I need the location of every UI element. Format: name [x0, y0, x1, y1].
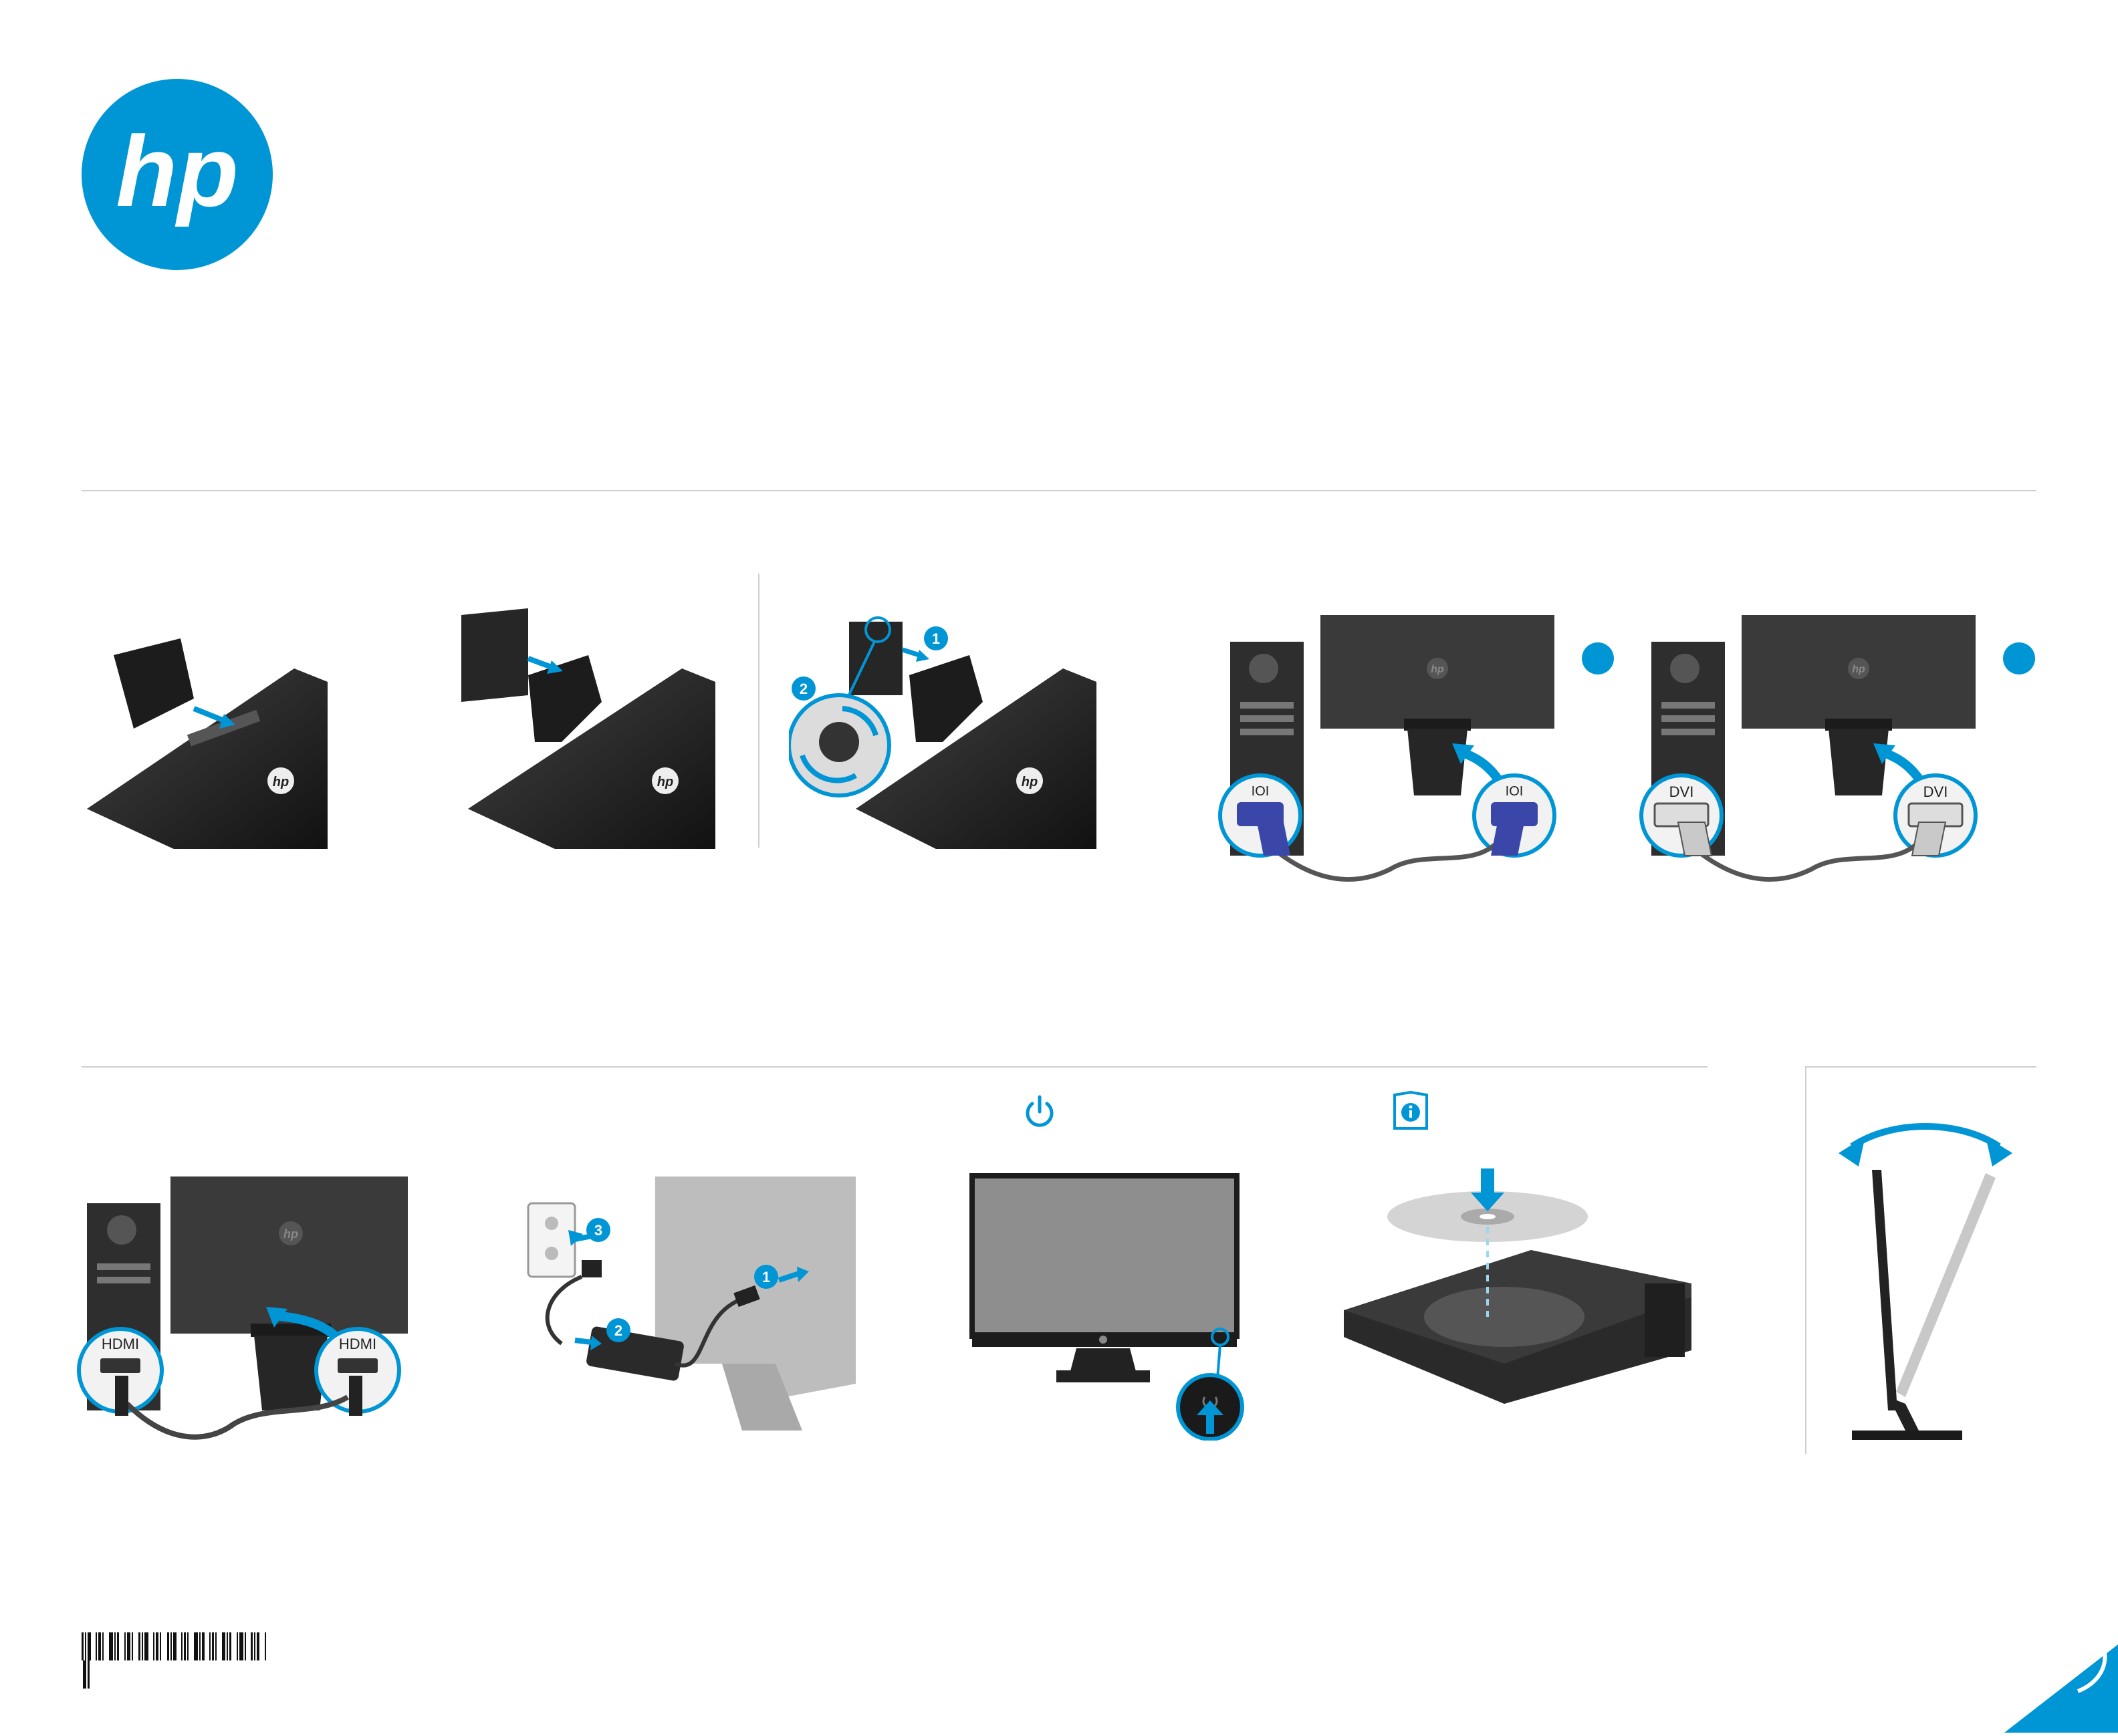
hp-logo-text: hp: [116, 115, 238, 227]
middle-divider: [82, 1066, 1708, 1068]
barcode: [82, 1632, 266, 1689]
tilt-illustration: [1832, 1116, 2019, 1457]
hdmi-port-label-left: HDMI: [102, 1336, 139, 1352]
power-on-illustration: [969, 1173, 1250, 1441]
screw-callout-2: 2: [800, 680, 808, 697]
page-turn-icon[interactable]: [2004, 1618, 2118, 1733]
snap-logo-text: hp: [657, 775, 673, 789]
dvi-monitor-logo: hp: [1852, 664, 1865, 675]
info-icon: [1392, 1090, 1429, 1131]
vga-monitor-logo: hp: [1431, 664, 1444, 675]
vga-port-label-left: IOI: [1252, 784, 1270, 799]
dvi-option-badge: [2003, 642, 2035, 674]
power-callout-3: 3: [594, 1222, 602, 1239]
stand-logo-text: hp: [273, 775, 289, 789]
dvi-port-label-left: DVI: [1669, 783, 1694, 800]
stand-snap-illustration: hp: [461, 602, 715, 849]
top-divider: [82, 490, 2036, 491]
power-callout-2: 2: [614, 1322, 622, 1339]
stand-steps-divider: [758, 574, 759, 848]
tilt-divider: [1805, 1066, 2036, 1068]
stand-attach-illustration: hp: [80, 602, 328, 849]
hdmi-connection-illustration: hp HDMI HDMI: [74, 1163, 421, 1457]
power-callout-1: 1: [762, 1269, 770, 1285]
screw-callout-1: 1: [932, 630, 940, 647]
disc-install-illustration: [1330, 1163, 1705, 1404]
power-icon: [1023, 1094, 1056, 1130]
hdmi-monitor-logo: hp: [283, 1227, 298, 1241]
vga-option-badge: [1582, 642, 1614, 674]
vga-connection-illustration: hp IOI IOI: [1210, 602, 1625, 889]
hdmi-port-label-right: HDMI: [339, 1336, 376, 1352]
power-connection-illustration: 3 2 1: [521, 1163, 856, 1457]
stand-screw-illustration: 1 2 hp: [789, 602, 1096, 849]
tilt-section-divider: [1805, 1066, 1806, 1454]
screw-logo-text: hp: [1022, 775, 1038, 789]
vga-port-label-right: IOI: [1506, 784, 1524, 799]
hp-logo: hp: [82, 79, 273, 270]
dvi-port-label-right: DVI: [1923, 783, 1948, 800]
dvi-connection-illustration: hp DVI DVI: [1631, 602, 2046, 889]
